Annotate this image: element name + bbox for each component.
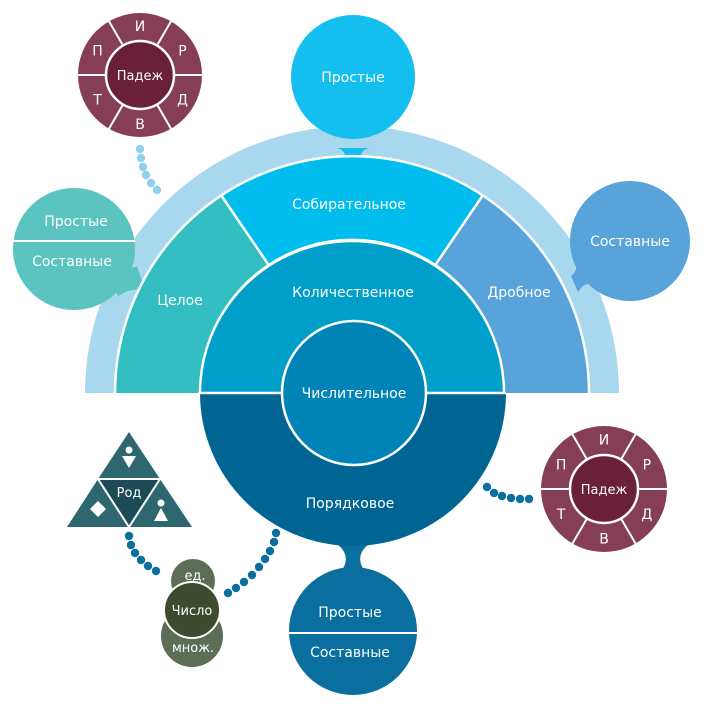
- bubble-right-label: Составные: [590, 234, 670, 250]
- case-wheel-right: И Р Д В Т П Падеж: [541, 426, 667, 552]
- connector-dot: [489, 488, 499, 498]
- connector-dot: [254, 562, 264, 572]
- connector-dot: [271, 528, 281, 538]
- connector-dot: [223, 588, 233, 598]
- bubble-right-circle[interactable]: [570, 181, 690, 301]
- sector-collective-label: Собирательное: [292, 197, 406, 213]
- connector-dot: [124, 531, 134, 541]
- sector-fractional[interactable]: [436, 195, 590, 393]
- connector-dot: [152, 185, 162, 195]
- bubble-bottom: Простые Составные: [289, 540, 417, 695]
- case-wheel-divider: [156, 20, 172, 47]
- case-segment-label[interactable]: Д: [177, 93, 188, 109]
- connector-dot: [135, 144, 145, 154]
- gender-segment-masculine[interactable]: [98, 432, 160, 479]
- dotted-connectors: [124, 144, 534, 598]
- case-wheel-top-left: И Р Д В Т П Падеж: [78, 13, 202, 137]
- connector-dot: [247, 570, 257, 580]
- bubble-bottom-circle[interactable]: [289, 567, 417, 695]
- connector-dot: [143, 561, 153, 571]
- bubble-left-label-compound: Составные: [32, 254, 112, 270]
- center-circle[interactable]: [280, 319, 428, 467]
- number-group: ед. Число множ.: [161, 559, 223, 667]
- bubble-right: Составные: [570, 181, 690, 301]
- case-wheel-center[interactable]: [568, 453, 640, 525]
- case-segment-label[interactable]: В: [135, 117, 145, 133]
- case-wheel-divider: [108, 20, 124, 47]
- case-wheel-divider: [620, 433, 637, 461]
- case-wheel-divider: [571, 517, 588, 545]
- connector-dot: [497, 491, 507, 501]
- case-segment-label[interactable]: Т: [92, 93, 102, 109]
- number-center[interactable]: [163, 581, 221, 639]
- connector-dot: [136, 555, 146, 565]
- case-wheel-center[interactable]: [104, 39, 176, 111]
- connector-dot: [515, 494, 525, 504]
- gender-triangle: Род: [67, 432, 192, 528]
- case-wheel-center-label: Падеж: [581, 483, 628, 498]
- bubble-bottom-label-simple: Простые: [318, 605, 382, 621]
- case-wheel-divider: [156, 103, 172, 130]
- connector-dot: [482, 482, 492, 492]
- case-wheel-divider: [571, 433, 588, 461]
- case-segment-label[interactable]: Р: [178, 44, 186, 60]
- connector-dot: [141, 170, 151, 180]
- gender-center[interactable]: [98, 479, 160, 527]
- number-singular-label: ед.: [184, 569, 205, 584]
- case-segment-label[interactable]: Р: [643, 457, 651, 473]
- case-wheel-divider: [620, 517, 637, 545]
- number-plural-label: множ.: [172, 641, 214, 656]
- quantitative-outline: [198, 239, 506, 394]
- bubble-left-circle[interactable]: [13, 188, 135, 310]
- bubble-left-label-simple: Простые: [44, 214, 108, 230]
- case-segment-label[interactable]: И: [135, 19, 145, 35]
- connector-dot: [138, 162, 148, 172]
- connector-dot: [524, 494, 534, 504]
- bubble-top-circle[interactable]: [291, 15, 415, 139]
- connector-dot: [265, 546, 275, 556]
- bubble-bottom-label-compound: Составные: [310, 645, 390, 661]
- quantitative-label: Количественное: [292, 285, 414, 301]
- ordinal-segment[interactable]: [200, 393, 506, 546]
- outer-ring: [85, 126, 619, 394]
- connector-dot: [130, 548, 140, 558]
- connector-dot: [506, 493, 516, 503]
- masculine-icon: [122, 446, 136, 468]
- connector-dot: [151, 566, 161, 576]
- sector-fractional-label: Дробное: [487, 285, 550, 301]
- case-segment-label[interactable]: И: [599, 433, 609, 449]
- case-wheel-divider: [108, 103, 124, 130]
- case-segment-label[interactable]: Д: [641, 507, 652, 523]
- feminine-icon: [154, 499, 168, 521]
- connector-dot: [260, 554, 270, 564]
- connector-dot: [146, 178, 156, 188]
- ordinal-label: Порядковое: [306, 496, 395, 512]
- center-label: Числительное: [302, 386, 407, 402]
- connector-dot: [269, 537, 279, 547]
- case-segment-label[interactable]: П: [556, 457, 567, 473]
- bubble-left: Простые Составные: [13, 188, 145, 310]
- sector-collective[interactable]: [221, 155, 483, 264]
- connector-dot: [231, 583, 241, 593]
- sector-whole[interactable]: [114, 195, 268, 393]
- bubble-top-label: Простые: [321, 70, 385, 86]
- connector-dot: [136, 153, 146, 163]
- case-segment-label[interactable]: В: [599, 532, 609, 548]
- case-segment-label[interactable]: Т: [556, 507, 566, 523]
- quantitative-segment[interactable]: [200, 241, 504, 393]
- connector-dot: [126, 540, 136, 550]
- case-wheel-center-label: Падеж: [117, 69, 164, 84]
- gender-label: Род: [117, 486, 142, 501]
- neuter-icon: [90, 501, 106, 517]
- fan: Целое Собирательное Дробное: [113, 154, 591, 394]
- case-segment-label[interactable]: П: [92, 44, 103, 60]
- sector-whole-label: Целое: [157, 293, 203, 309]
- number-center-label: Число: [172, 604, 213, 619]
- connector-dot: [239, 577, 249, 587]
